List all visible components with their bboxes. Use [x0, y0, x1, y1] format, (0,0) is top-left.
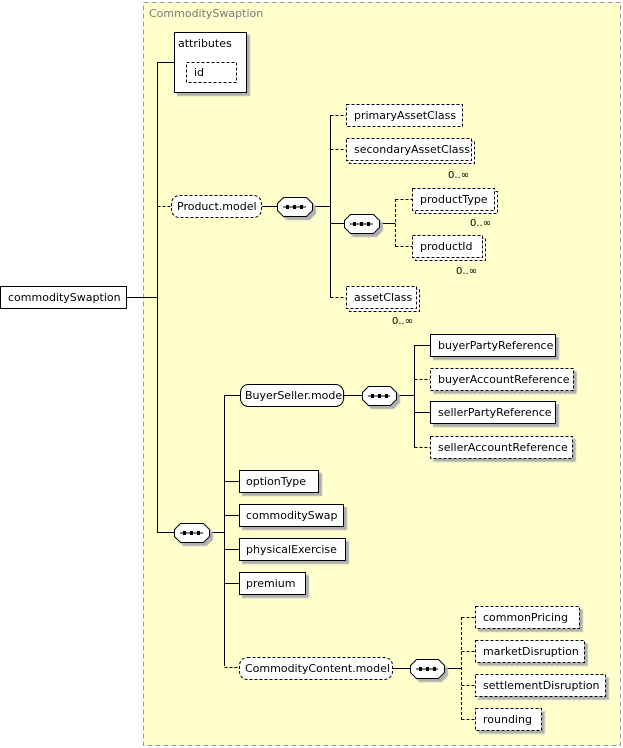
- sequence-compositor-product: [277, 197, 313, 217]
- element-product-id[interactable]: productId 0..∞: [412, 235, 486, 278]
- element-seller-account-reference[interactable]: sellerAccountReference: [430, 436, 573, 459]
- element-rounding[interactable]: rounding: [475, 708, 542, 731]
- element-common-pricing-label: commonPricing: [483, 611, 568, 624]
- group-product-model-label: Product.model: [177, 200, 257, 213]
- element-product-type-label: productType: [420, 193, 488, 206]
- group-product-model[interactable]: Product.model: [171, 195, 262, 218]
- element-market-disruption-label: marketDisruption: [483, 645, 579, 658]
- element-rounding-label: rounding: [483, 713, 532, 726]
- element-seller-party-reference[interactable]: sellerPartyReference: [430, 401, 556, 424]
- element-secondary-asset-class[interactable]: secondaryAssetClass 0..∞: [346, 138, 475, 182]
- group-buyer-seller-model-label: BuyerSeller.model: [245, 389, 345, 402]
- element-secondary-asset-class-label: secondaryAssetClass: [354, 143, 470, 156]
- element-commodity-swap-label: commoditySwap: [246, 509, 338, 522]
- sequence-compositor-commodity-content: [410, 659, 445, 679]
- element-common-pricing[interactable]: commonPricing: [475, 606, 580, 629]
- element-primary-asset-class-label: primaryAssetClass: [354, 109, 456, 122]
- element-asset-class-label: assetClass: [354, 291, 412, 304]
- element-seller-account-reference-label: sellerAccountReference: [438, 441, 568, 454]
- element-buyer-account-reference[interactable]: buyerAccountReference: [430, 368, 574, 391]
- element-buyer-party-reference-label: buyerPartyReference: [438, 339, 554, 352]
- element-commodity-swap[interactable]: commoditySwap: [239, 504, 344, 527]
- group-commodity-content-model[interactable]: CommodityContent.model: [239, 657, 393, 680]
- attribute-id-label: id: [194, 66, 204, 79]
- asset-class-cardinality: 0..∞: [392, 316, 413, 327]
- root-element-commodity-swaption[interactable]: commoditySwaption: [0, 286, 127, 309]
- element-premium-label: premium: [246, 577, 296, 590]
- attributes-title: attributes: [178, 37, 232, 50]
- element-asset-class[interactable]: assetClass 0..∞: [346, 286, 420, 328]
- product-type-cardinality: 0..∞: [470, 218, 491, 229]
- element-primary-asset-class[interactable]: primaryAssetClass: [346, 104, 463, 127]
- choice-compositor-product: [344, 214, 380, 234]
- attribute-id-box[interactable]: [186, 62, 237, 83]
- element-option-type-label: optionType: [246, 475, 306, 488]
- element-physical-exercise-label: physicalExercise: [246, 543, 337, 556]
- optional-connector-lines: [157, 115, 475, 720]
- element-buyer-party-reference[interactable]: buyerPartyReference: [430, 334, 556, 357]
- root-element-label: commoditySwaption: [8, 291, 121, 304]
- element-seller-party-reference-label: sellerPartyReference: [438, 406, 552, 419]
- complex-type-name: CommoditySwaption: [149, 7, 263, 20]
- element-physical-exercise[interactable]: physicalExercise: [239, 538, 346, 561]
- element-settlement-disruption[interactable]: settlementDisruption: [475, 674, 606, 697]
- element-buyer-account-reference-label: buyerAccountReference: [438, 373, 570, 386]
- product-id-cardinality: 0..∞: [456, 266, 477, 277]
- connector-lines: [127, 62, 462, 669]
- element-market-disruption[interactable]: marketDisruption: [475, 640, 585, 663]
- sequence-compositor-main: [174, 523, 210, 543]
- element-premium[interactable]: premium: [239, 572, 306, 595]
- group-commodity-content-model-label: CommodityContent.model: [245, 662, 390, 675]
- element-option-type[interactable]: optionType: [239, 470, 319, 493]
- element-settlement-disruption-label: settlementDisruption: [483, 679, 600, 692]
- element-product-type[interactable]: productType 0..∞: [412, 188, 498, 230]
- attributes-group[interactable]: attributes id: [174, 32, 247, 93]
- group-buyer-seller-model[interactable]: BuyerSeller.model: [240, 384, 346, 407]
- secondary-asset-class-cardinality: 0..∞: [448, 170, 469, 181]
- element-product-id-label: productId: [420, 240, 473, 253]
- sequence-compositor-buyer-seller: [362, 386, 397, 406]
